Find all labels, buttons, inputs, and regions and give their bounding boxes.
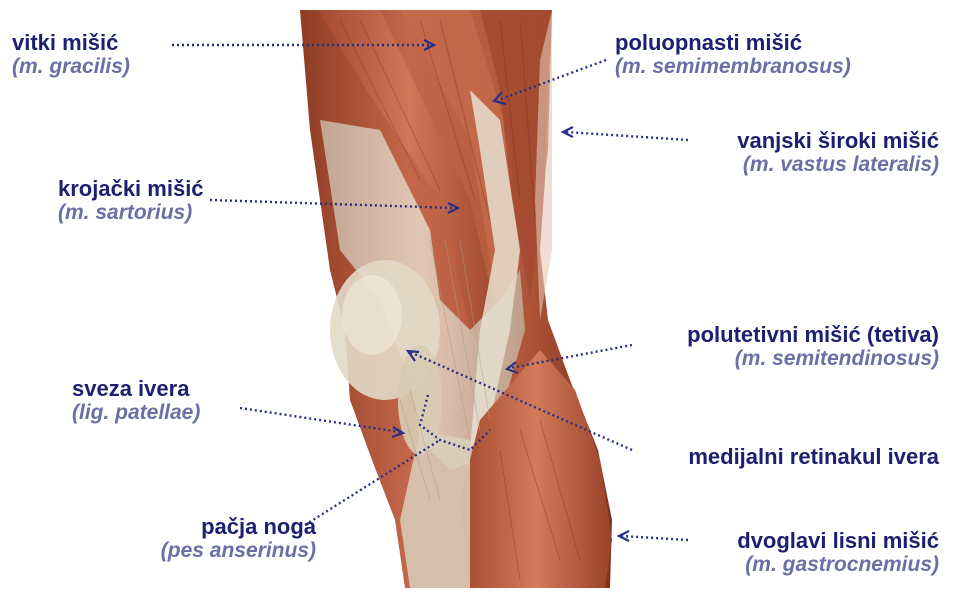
label-pes-anserinus: pačja noga (pes anserinus) [120,514,316,563]
label-vastus-lateralis-name: vanjski široki mišić [737,128,939,153]
label-gracilis-name: vitki mišić [12,30,130,55]
leader-gastrocnemius [622,536,688,540]
label-gastrocnemius-name: dvoglavi lisni mišić [737,528,939,553]
label-patellar-ligament-name: sveza ivera [72,376,200,401]
label-retinaculum: medijalni retinakul ivera [688,444,939,469]
patella-highlight [342,275,402,355]
label-semimembranosus-latin: (m. semimembranosus) [615,55,851,79]
label-pes-anserinus-name: pačja noga [120,514,316,539]
label-patellar-ligament-latin: (lig. patellae) [72,401,200,425]
label-semimembranosus: poluopnasti mišić (m. semimembranosus) [615,30,851,79]
label-patellar-ligament: sveza ivera (lig. patellae) [72,376,200,425]
label-gracilis: vitki mišić (m. gracilis) [12,30,130,79]
label-semimembranosus-name: poluopnasti mišić [615,30,851,55]
label-retinaculum-name: medijalni retinakul ivera [688,444,939,469]
label-semitendinosus: polutetivni mišić (tetiva) (m. semitendi… [687,322,939,371]
leader-vastus [566,132,688,140]
label-sartorius-name: krojački mišić [58,176,204,201]
label-pes-anserinus-latin: (pes anserinus) [120,539,316,563]
label-vastus-lateralis: vanjski široki mišić (m. vastus laterali… [737,128,939,177]
label-sartorius-latin: (m. sartorius) [58,201,204,225]
label-semitendinosus-latin: (m. semitendinosus) [687,347,939,371]
label-semitendinosus-name: polutetivni mišić (tetiva) [687,322,939,347]
label-gastrocnemius: dvoglavi lisni mišić (m. gastrocnemius) [737,528,939,577]
label-gastrocnemius-latin: (m. gastrocnemius) [737,553,939,577]
label-gracilis-latin: (m. gracilis) [12,55,130,79]
label-sartorius: krojački mišić (m. sartorius) [58,176,204,225]
label-vastus-lateralis-latin: (m. vastus lateralis) [737,153,939,177]
